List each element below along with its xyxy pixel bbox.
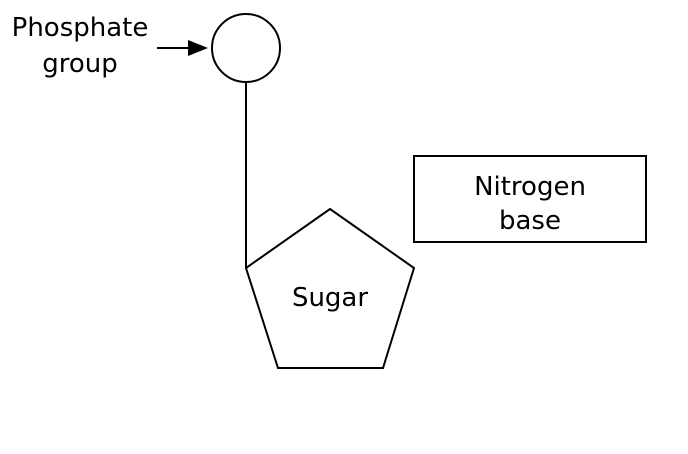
phosphate-label-line1: Phosphate [12, 13, 149, 43]
sugar-pentagon [244, 207, 416, 369]
nitrogen-label-line1: Nitrogen [474, 172, 586, 202]
phosphate-label-line2: group [42, 49, 118, 79]
nitrogen-base-box [413, 155, 647, 243]
sugar-label: Sugar [292, 283, 368, 313]
phosphate-circle [211, 13, 281, 83]
nitrogen-label-line2: base [499, 206, 561, 236]
